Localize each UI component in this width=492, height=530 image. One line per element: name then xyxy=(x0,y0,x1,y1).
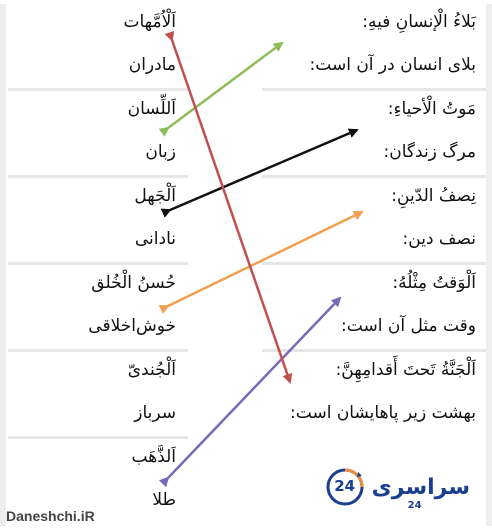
persian-translation: نصف دین: xyxy=(402,229,476,249)
watermark: Daneshchi.iR xyxy=(6,508,95,524)
arabic-word: اَلْاُمَّهات xyxy=(123,12,176,32)
phrase-row: بَلاءُ الْإنسانِ فيهِ: بلای انسان در آن … xyxy=(262,4,486,91)
arrow-black xyxy=(160,128,359,218)
clock-badge-icon: 24 xyxy=(324,466,366,508)
arrow-purple xyxy=(158,296,342,488)
phrase-row: نِصفُ الدّينِ: نصف دین: xyxy=(262,178,486,265)
arrow-green xyxy=(158,41,284,137)
arabic-phrase: مَوتُ الْأحياءِ: xyxy=(387,99,476,119)
persian-translation: مرگ زندگان: xyxy=(383,142,476,162)
persian-meaning: خوش‌اخلاقی xyxy=(88,316,176,336)
right-rail xyxy=(486,4,492,526)
phrase-row: اَلْوَقتُ مِثْلُهُ: وقت مثل آن است: xyxy=(262,265,486,352)
phrase-row: مَوتُ الْأحياءِ: مرگ زندگان: xyxy=(262,91,486,178)
brand-name: سراسری xyxy=(371,474,470,500)
word-row: حُسنُ الْخُلق خوش‌اخلاقی xyxy=(8,265,188,352)
arrow-red xyxy=(164,30,293,384)
arabic-phrase: نِصفُ الدّينِ: xyxy=(391,186,476,206)
persian-meaning: طلا xyxy=(152,490,176,510)
brand-logo: 24 سراسری 24 xyxy=(324,466,470,511)
persian-translation: بلای انسان در آن است: xyxy=(309,55,476,75)
badge-number: 24 xyxy=(334,477,356,495)
left-rail xyxy=(0,4,6,526)
arabic-phrase: اَلْجَنَّةُ تَحتَ أَقدامِهِنَّ: xyxy=(335,360,476,380)
arabic-phrase: اَلْوَقتُ مِثْلُهُ: xyxy=(392,273,476,293)
persian-translation: وقت مثل آن است: xyxy=(341,316,476,336)
arabic-phrase: بَلاءُ الْإنسانِ فيهِ: xyxy=(362,12,476,32)
arrow-orange xyxy=(158,210,364,314)
arabic-word: حُسنُ الْخُلق xyxy=(91,273,176,293)
brand-number: 24 xyxy=(407,499,422,511)
